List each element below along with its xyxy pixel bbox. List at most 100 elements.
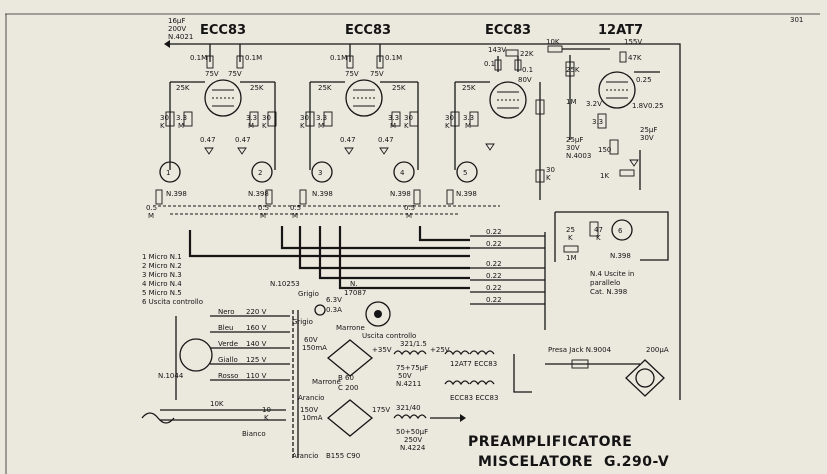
svg-text:K: K <box>262 122 267 130</box>
svg-text:0.47: 0.47 <box>235 136 251 144</box>
svg-text:B155 C90: B155 C90 <box>326 452 360 460</box>
svg-text:4: 4 <box>400 169 405 177</box>
svg-text:10: 10 <box>262 406 271 414</box>
svg-text:250V: 250V <box>404 436 422 444</box>
svg-text:M: M <box>292 212 298 220</box>
input-jack-3-icon <box>311 161 333 183</box>
svg-text:N.1044: N.1044 <box>158 372 184 380</box>
svg-text:N.398: N.398 <box>456 190 477 198</box>
svg-text:1.8V: 1.8V <box>632 102 648 110</box>
svg-text:6 Uscita controllo: 6 Uscita controllo <box>142 298 203 306</box>
svg-text:K: K <box>568 234 573 242</box>
svg-text:N.4003: N.4003 <box>566 152 591 160</box>
svg-text:3.3: 3.3 <box>246 114 257 122</box>
mains-plug-icon <box>141 412 175 424</box>
svg-text:150V: 150V <box>300 406 318 414</box>
svg-text:0.5: 0.5 <box>258 204 269 212</box>
input-legend: 1 Micro N.1 2 Micro N.2 3 Micro N.3 4 Mi… <box>142 253 203 306</box>
page-number: 301 <box>790 16 803 24</box>
svg-text:0.3A: 0.3A <box>326 306 342 314</box>
input-jack-4-icon <box>393 161 415 183</box>
svg-text:321/1.5: 321/1.5 <box>400 340 427 348</box>
svg-text:47K: 47K <box>628 54 642 62</box>
power-transformer: N.10253 Nero 220 V Bleu 160 V Verde 140 … <box>141 280 365 460</box>
svg-text:0.1: 0.1 <box>484 60 495 68</box>
tube-1-plate-voltage-b: 75V <box>228 70 242 78</box>
output-jack-icon <box>611 219 633 241</box>
svg-text:1 Micro N.1: 1 Micro N.1 <box>142 253 182 261</box>
svg-text:75+75μF: 75+75μF <box>396 364 428 372</box>
svg-text:5: 5 <box>463 169 467 177</box>
svg-text:1K: 1K <box>600 172 609 180</box>
top-cap-voltage: 200V <box>168 25 186 33</box>
svg-text:K: K <box>546 174 551 182</box>
svg-text:0.47: 0.47 <box>340 136 356 144</box>
svg-text:150: 150 <box>598 146 611 154</box>
svg-text:25: 25 <box>566 226 575 234</box>
svg-text:30V: 30V <box>640 134 654 142</box>
svg-text:N.398: N.398 <box>390 190 411 198</box>
svg-text:2 Micro N.2: 2 Micro N.2 <box>142 262 182 270</box>
svg-text:75V: 75V <box>370 70 384 78</box>
input-jack-2-icon <box>251 161 273 183</box>
choke-2-icon <box>393 414 427 420</box>
stage-3: 143V 22K 0.1 0.1 80V 25K 30 K 3.3 M 5 N.… <box>445 46 555 205</box>
svg-text:0.1M: 0.1M <box>385 54 402 62</box>
svg-text:0.22: 0.22 <box>486 272 502 280</box>
tube-1-envelope-icon <box>204 79 242 117</box>
svg-text:Arancio: Arancio <box>298 394 324 402</box>
svg-text:1: 1 <box>166 169 170 177</box>
input-jack-2-code: N.398 <box>248 190 269 198</box>
svg-text:0.22: 0.22 <box>486 260 502 268</box>
svg-text:80V: 80V <box>518 76 532 84</box>
svg-text:6.3V: 6.3V <box>326 296 342 304</box>
svg-text:N.4224: N.4224 <box>400 444 426 452</box>
svg-text:175V: 175V <box>372 406 390 414</box>
svg-text:1M: 1M <box>566 254 577 262</box>
tube-1-label: ECC83 <box>200 23 246 38</box>
tube-1-plate-voltage-a: 75V <box>205 70 219 78</box>
svg-text:30: 30 <box>546 166 555 174</box>
svg-text:M: M <box>318 122 324 130</box>
svg-text:Presa Jack N.9004: Presa Jack N.9004 <box>548 346 612 354</box>
svg-text:Marrone: Marrone <box>336 324 365 332</box>
bridge-rectifier-2-icon <box>326 399 374 437</box>
svg-text:K: K <box>404 122 409 130</box>
svg-text:N.4211: N.4211 <box>396 380 421 388</box>
svg-text:75V: 75V <box>345 70 359 78</box>
top-cap-value: 16μF <box>168 17 185 25</box>
tube-1-plate-resistor-b: 0.1M <box>245 54 262 62</box>
svg-text:220 V: 220 V <box>246 308 267 316</box>
svg-text:Grigio: Grigio <box>298 290 319 298</box>
svg-text:3.3: 3.3 <box>176 114 187 122</box>
svg-text:25K: 25K <box>392 84 406 92</box>
svg-text:10K: 10K <box>546 38 560 46</box>
svg-text:150mA: 150mA <box>302 344 327 352</box>
svg-text:25K: 25K <box>462 84 476 92</box>
svg-text:+35V: +35V <box>372 346 392 354</box>
output-section: 25 K 47 K 1M 6 N.398 N.4 Uscite in paral… <box>554 211 669 296</box>
tube-1-plate-resistor-a: 0.1M <box>190 54 207 62</box>
svg-text:60V: 60V <box>304 336 318 344</box>
svg-text:M: M <box>248 122 254 130</box>
svg-text:30: 30 <box>445 114 454 122</box>
svg-text:50+50μF: 50+50μF <box>396 428 428 436</box>
svg-text:6: 6 <box>618 227 623 235</box>
tube-2-label: ECC83 <box>345 23 391 38</box>
svg-text:25μF: 25μF <box>640 126 657 134</box>
model-number: G.290-V <box>604 454 669 470</box>
svg-text:0.5: 0.5 <box>404 204 415 212</box>
svg-text:M: M <box>260 212 266 220</box>
svg-text:3.3: 3.3 <box>316 114 327 122</box>
svg-text:Marrone: Marrone <box>312 378 341 386</box>
svg-text:Verde: Verde <box>218 340 238 348</box>
svg-text:Bianco: Bianco <box>242 430 266 438</box>
input-jack-1-icon <box>159 161 181 183</box>
choke-1-icon <box>393 350 427 356</box>
title-line-2: MISCELATORE <box>478 454 593 470</box>
svg-text:30V: 30V <box>566 144 580 152</box>
input-jack-5-icon <box>456 161 478 183</box>
svg-text:0.47: 0.47 <box>378 136 394 144</box>
svg-text:K: K <box>160 122 165 130</box>
